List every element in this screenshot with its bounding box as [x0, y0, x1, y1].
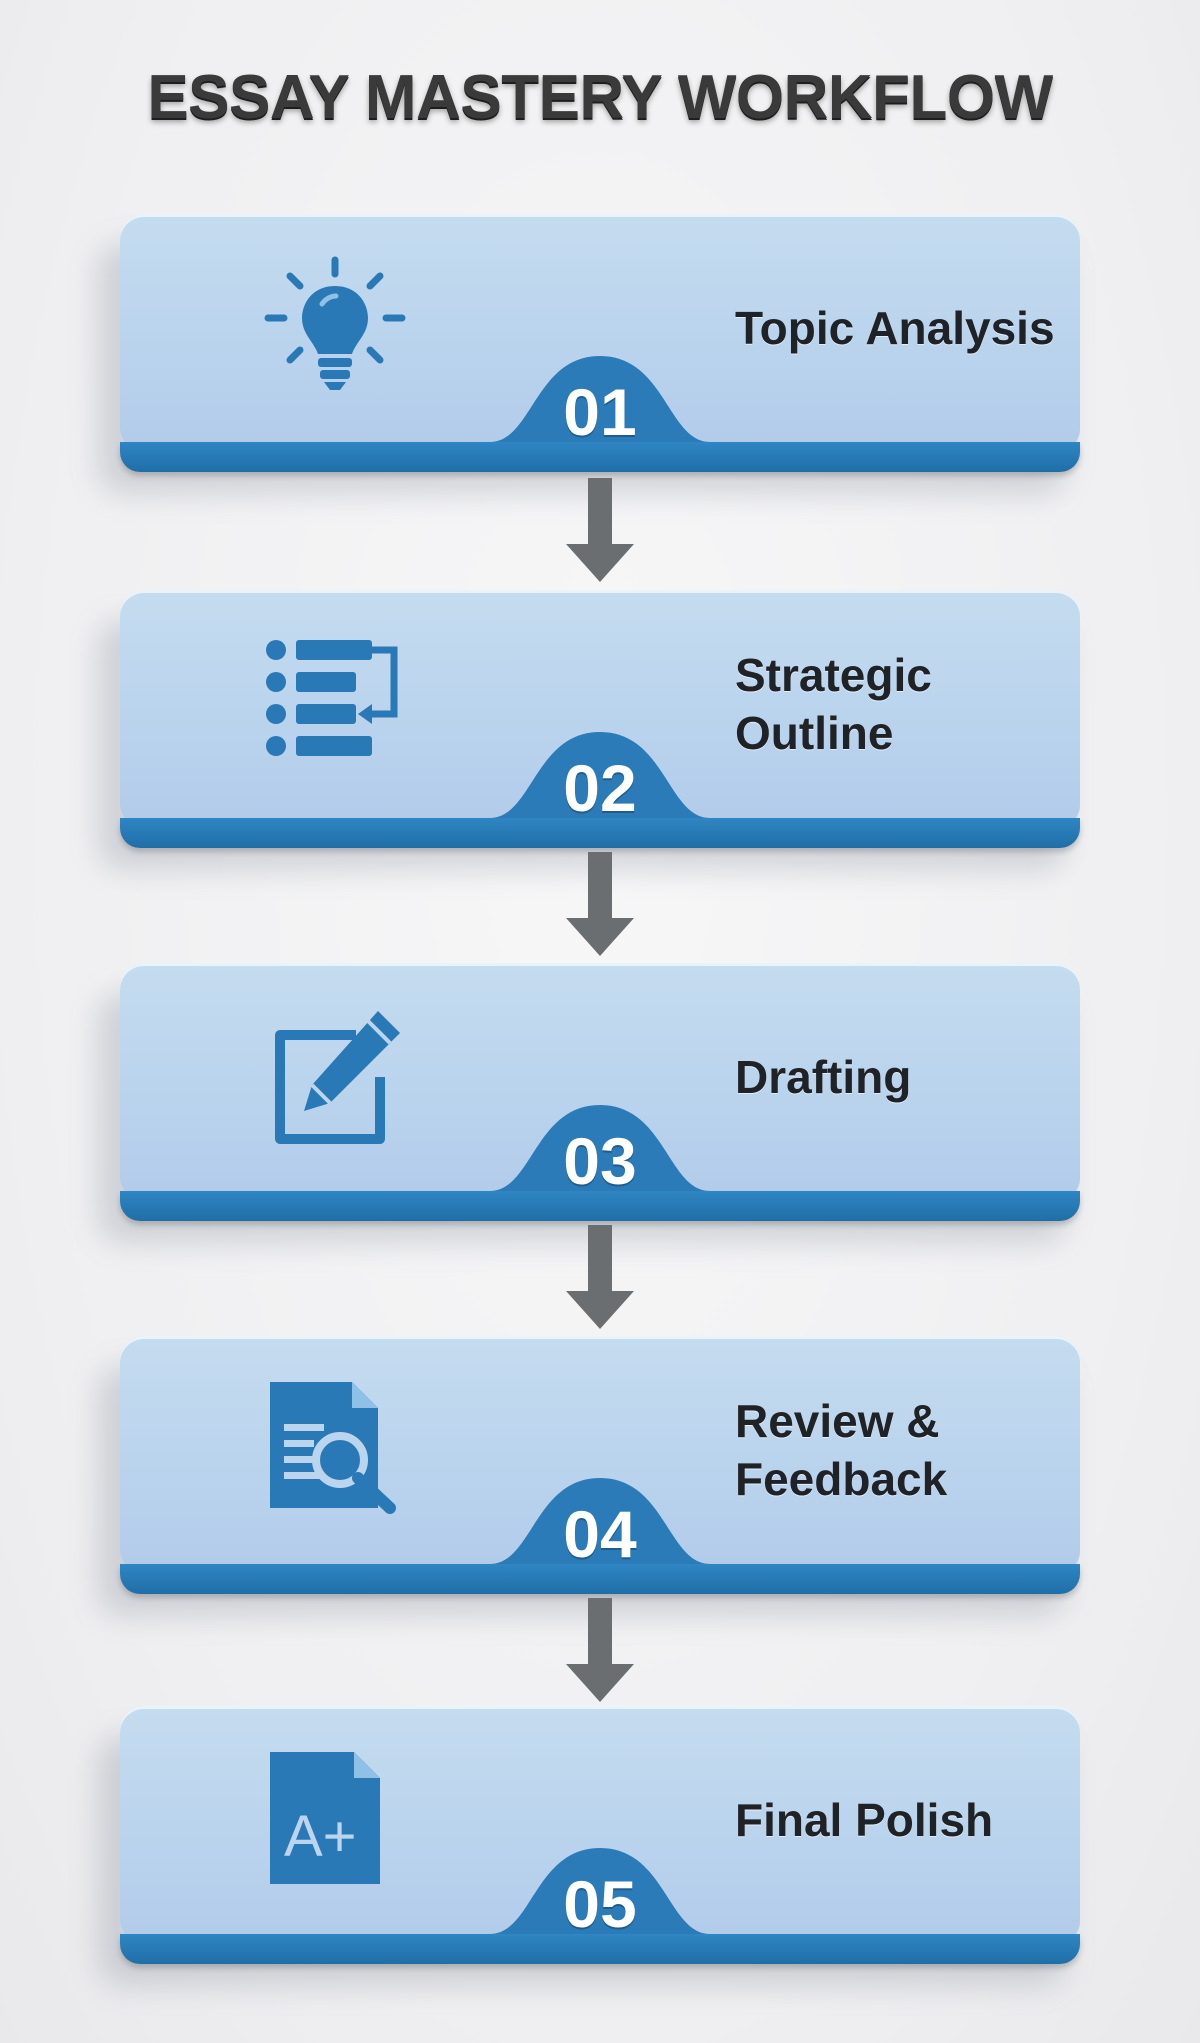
arrow-down-icon: [560, 1225, 640, 1335]
document-search-icon: [260, 1374, 410, 1524]
step-card-3: Drafting 03: [98, 963, 1080, 1243]
step-number: 01: [563, 375, 637, 449]
step-number: 04: [563, 1497, 637, 1571]
step-card-2: Strategic Outline 02: [98, 590, 1080, 870]
step-number: 02: [563, 751, 637, 825]
arrow-down-icon: [560, 478, 640, 588]
step-card-5: A+ Final Polish 05: [98, 1706, 1080, 1986]
graded-document-icon: A+: [260, 1744, 410, 1894]
step-label: Strategic Outline: [735, 649, 932, 759]
step-label: Topic Analysis: [735, 302, 1055, 354]
step-number: 05: [563, 1867, 637, 1941]
step-label: Review & Feedback: [735, 1395, 948, 1505]
grade-mark: A+: [284, 1804, 357, 1869]
step-card-4: Review & Feedback 04: [98, 1336, 1080, 1616]
step-card-1: Topic Analysis 01: [98, 214, 1080, 494]
step-number: 03: [563, 1124, 637, 1198]
outline-list-icon: [260, 628, 410, 778]
arrow-down-icon: [560, 1598, 640, 1708]
lightbulb-icon: [260, 252, 410, 402]
step-label: Final Polish: [735, 1794, 994, 1846]
arrow-down-icon: [560, 852, 640, 962]
step-label: Drafting: [735, 1051, 912, 1103]
edit-pencil-icon: [260, 1001, 410, 1151]
page-title: ESSAY MASTERY WORKFLOW: [147, 63, 1053, 132]
